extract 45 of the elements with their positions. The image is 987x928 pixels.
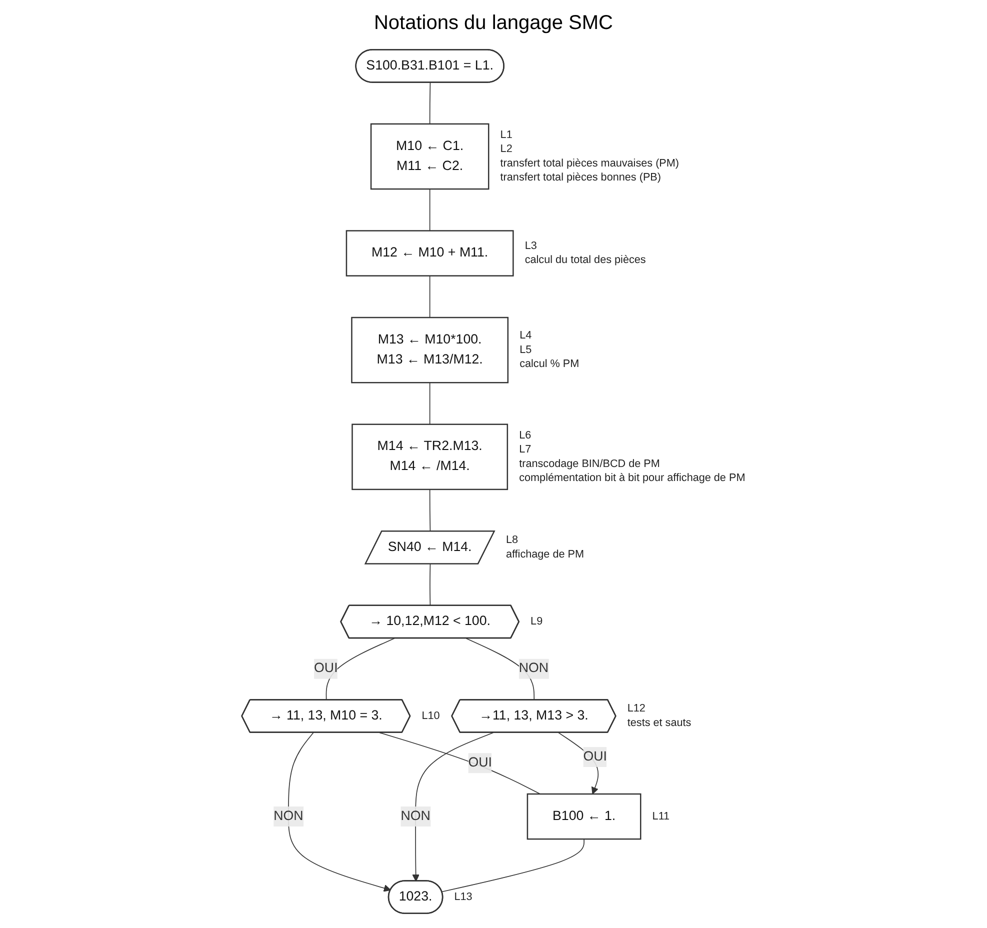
connector xyxy=(429,275,430,318)
edge-label: NON xyxy=(274,809,304,824)
node-box: M13 ← M10*100. M13 ← M13/M12. xyxy=(351,316,509,384)
connector xyxy=(430,564,431,606)
side-note: L10 xyxy=(422,710,440,722)
arrow xyxy=(288,732,392,892)
side-note: transfert total pièces mauvaises (PM) xyxy=(500,157,680,170)
edge-label: NON xyxy=(518,661,549,676)
side-note: calcul % PM xyxy=(520,358,580,370)
arrow xyxy=(412,732,494,882)
edge-label: OUI xyxy=(583,750,607,764)
connector xyxy=(429,382,430,425)
side-note: L6 xyxy=(519,429,532,442)
edge-label: OUI xyxy=(468,756,492,770)
connector xyxy=(429,82,431,124)
connector xyxy=(429,489,431,532)
edge-label: NON xyxy=(400,809,430,824)
diagram-title: Notations du langage SMC xyxy=(374,12,614,35)
side-note: L8 xyxy=(506,534,518,546)
side-note: transcodage BIN/BCD de PM xyxy=(519,458,660,470)
connector xyxy=(442,838,584,892)
node-box: B100 ← 1. xyxy=(526,793,642,840)
side-note: L3 xyxy=(524,240,537,252)
side-note: L13 xyxy=(454,890,472,903)
side-note: affichage de PM xyxy=(506,548,584,560)
side-note: L7 xyxy=(519,444,532,456)
side-note: tests et sauts xyxy=(627,716,692,729)
side-note: L4 xyxy=(520,330,532,342)
side-note: transfert total pièces bonnes (PB) xyxy=(500,172,661,184)
connector xyxy=(379,732,541,794)
node-box: M12 ← M10 + M11. xyxy=(346,230,514,276)
edge-label: OUI xyxy=(314,661,338,676)
node-box: M10 ← C1. M11 ← C2. xyxy=(370,123,490,190)
connector xyxy=(326,638,395,701)
side-note: complémentation bit à bit pour affichage de PM xyxy=(519,472,746,484)
arrow xyxy=(558,732,599,794)
side-note: L12 xyxy=(627,702,646,715)
side-note: L5 xyxy=(520,344,532,356)
side-note: L11 xyxy=(652,810,670,822)
node-box: M14 ← TR2.M13. M14 ← /M14. xyxy=(352,424,508,490)
side-note: L9 xyxy=(530,616,543,628)
connector xyxy=(429,188,430,232)
side-note: L2 xyxy=(500,143,512,156)
side-note: L1 xyxy=(500,129,512,142)
side-note: calcul du total des pièces xyxy=(524,254,646,266)
